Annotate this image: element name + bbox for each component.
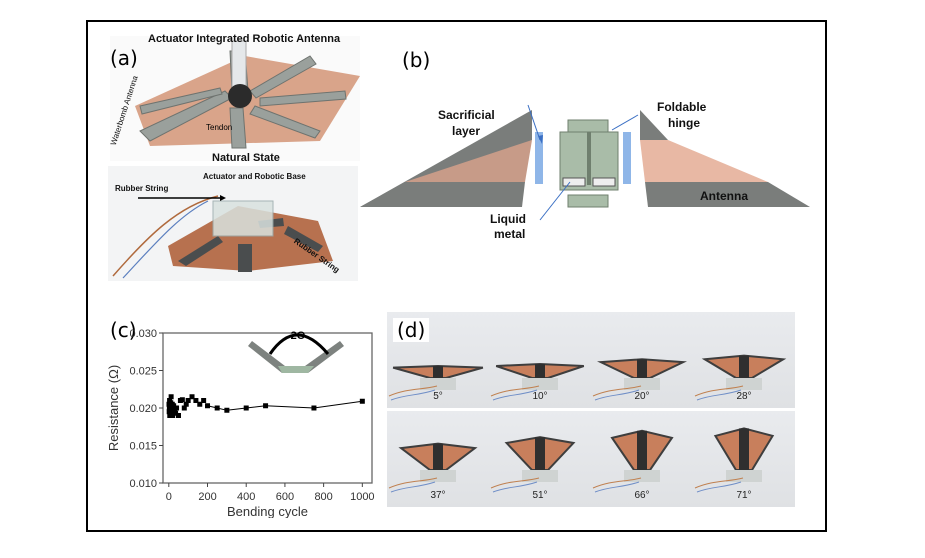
bend-angle-inset	[248, 333, 344, 373]
robotic-antenna-illustration	[135, 40, 360, 149]
panel-c: (c) 0.010 0.015 0.020 0.025 0.030 0 200 400 600 8…	[100, 318, 385, 518]
fold-angle-label: 66°	[634, 490, 650, 501]
fold-frame: 28°	[693, 312, 795, 408]
robotic-base-photo	[108, 166, 358, 281]
folded-antenna-illustration	[694, 427, 775, 493]
y-axis-label: Resistance (Ω)	[106, 365, 121, 451]
y-tick-label: 0.025	[129, 366, 157, 378]
liquid-metal-label-2: metal	[494, 227, 526, 241]
data-point	[359, 398, 365, 404]
series-line	[207, 400, 363, 411]
data-point	[175, 413, 181, 418]
data-point	[183, 401, 189, 407]
robotic-antenna-photo	[110, 36, 360, 161]
data-point	[214, 405, 220, 411]
folded-antenna-illustration	[388, 442, 478, 493]
data-point	[243, 405, 249, 411]
data-point	[174, 405, 180, 411]
fold-angle-label: 51°	[532, 490, 548, 501]
right-antenna-copper	[640, 140, 768, 182]
folded-antenna-illustration	[490, 436, 576, 493]
liquid-metal-label-1: Liquid	[490, 212, 526, 226]
folded-antenna-illustration	[490, 362, 585, 401]
y-tick-label: 0.010	[129, 478, 157, 490]
hinge-diagram	[360, 104, 810, 221]
data-point	[185, 398, 191, 403]
fold-angle-label: 28°	[736, 391, 752, 402]
tendon-label: Tendon	[206, 123, 233, 132]
right-antenna-gray-top	[640, 110, 668, 140]
data-point	[173, 410, 179, 416]
left-antenna-gray-bottom	[360, 182, 525, 207]
data-point	[263, 403, 269, 409]
data-point	[201, 398, 207, 403]
folded-antenna-illustration	[592, 358, 688, 401]
panel-b-label: (b)	[402, 48, 431, 72]
panel-c-label: (c)	[110, 318, 137, 342]
data-point	[193, 398, 199, 403]
data-point	[179, 397, 185, 403]
two-theta-label: 2Θ	[291, 330, 306, 342]
fold-frame: 71°	[693, 411, 795, 507]
left-antenna-gray-top	[360, 110, 532, 207]
actuator-title-label: Actuator Integrated Robotic Antenna	[148, 33, 341, 45]
data-point	[197, 401, 203, 407]
foldable-hinge-label-2: hinge	[668, 116, 700, 130]
y-tick-label: 0.020	[129, 403, 157, 415]
x-tick-label: 200	[198, 491, 216, 503]
fold-angle-label: 20°	[634, 391, 650, 402]
foldable-hinge-label-1: Foldable	[657, 100, 707, 114]
x-tick-label: 800	[314, 491, 332, 503]
base-label: Actuator and Robotic Base	[203, 172, 306, 181]
sacrificial-layer-right	[623, 132, 631, 184]
y-tick-label: 0.030	[129, 328, 157, 340]
folded-antenna-illustration	[592, 429, 674, 493]
data-point	[168, 394, 174, 400]
panel-d: 5° 10° 20° 28° 37° 51° 66° 71°	[387, 312, 797, 507]
data-point	[170, 413, 176, 418]
sacrificial-layer-label-1: Sacrificial	[438, 108, 495, 122]
panel-d-label: (d)	[393, 318, 430, 342]
x-tick-label: 400	[237, 491, 255, 503]
panel-a-label: (a)	[110, 46, 138, 70]
sacrificial-layer-left	[535, 132, 543, 184]
x-tick-label: 600	[276, 491, 294, 503]
fold-frame: 66°	[591, 411, 693, 507]
data-point	[224, 407, 230, 413]
panel-b: (b) Sacrificial layer Foldable hinge Liq…	[350, 40, 810, 250]
x-axis-label: Bending cycle	[227, 504, 308, 518]
right-antenna-gray-bottom	[645, 182, 810, 207]
rubber-string-label-left: Rubber String	[115, 184, 169, 193]
sacrificial-layer-label-2: layer	[452, 124, 481, 138]
data-point	[205, 403, 211, 409]
data-point	[311, 405, 317, 411]
resistance-chart: 0.010 0.015 0.020 0.025 0.030 0 200 400 600 800 10…	[106, 328, 375, 518]
data-point	[189, 394, 195, 400]
panel-a: (a) Actuator Integrated Robotic Antenna …	[90, 26, 370, 296]
x-tick-label: 1000	[350, 491, 374, 503]
fold-angle-label: 5°	[433, 391, 443, 402]
folded-antenna-illustration	[388, 364, 484, 401]
data-point	[171, 403, 177, 409]
fold-angle-label: 10°	[532, 391, 548, 402]
fold-frame: 10°	[489, 312, 591, 408]
left-antenna-copper	[405, 140, 532, 182]
fold-frame: 51°	[489, 411, 591, 507]
robotic-base-illustration	[112, 195, 333, 279]
fold-angle-label: 37°	[430, 490, 446, 501]
fold-frame: 37°	[387, 411, 489, 507]
data-point	[181, 405, 187, 411]
y-tick-label: 0.015	[129, 441, 157, 453]
folded-antenna-illustration	[694, 354, 787, 401]
x-tick-label: 0	[166, 491, 172, 503]
natural-state-label: Natural State	[212, 152, 280, 164]
antenna-label: Antenna	[700, 189, 748, 203]
fold-angle-label: 71°	[736, 490, 752, 501]
fold-frame: 20°	[591, 312, 693, 408]
